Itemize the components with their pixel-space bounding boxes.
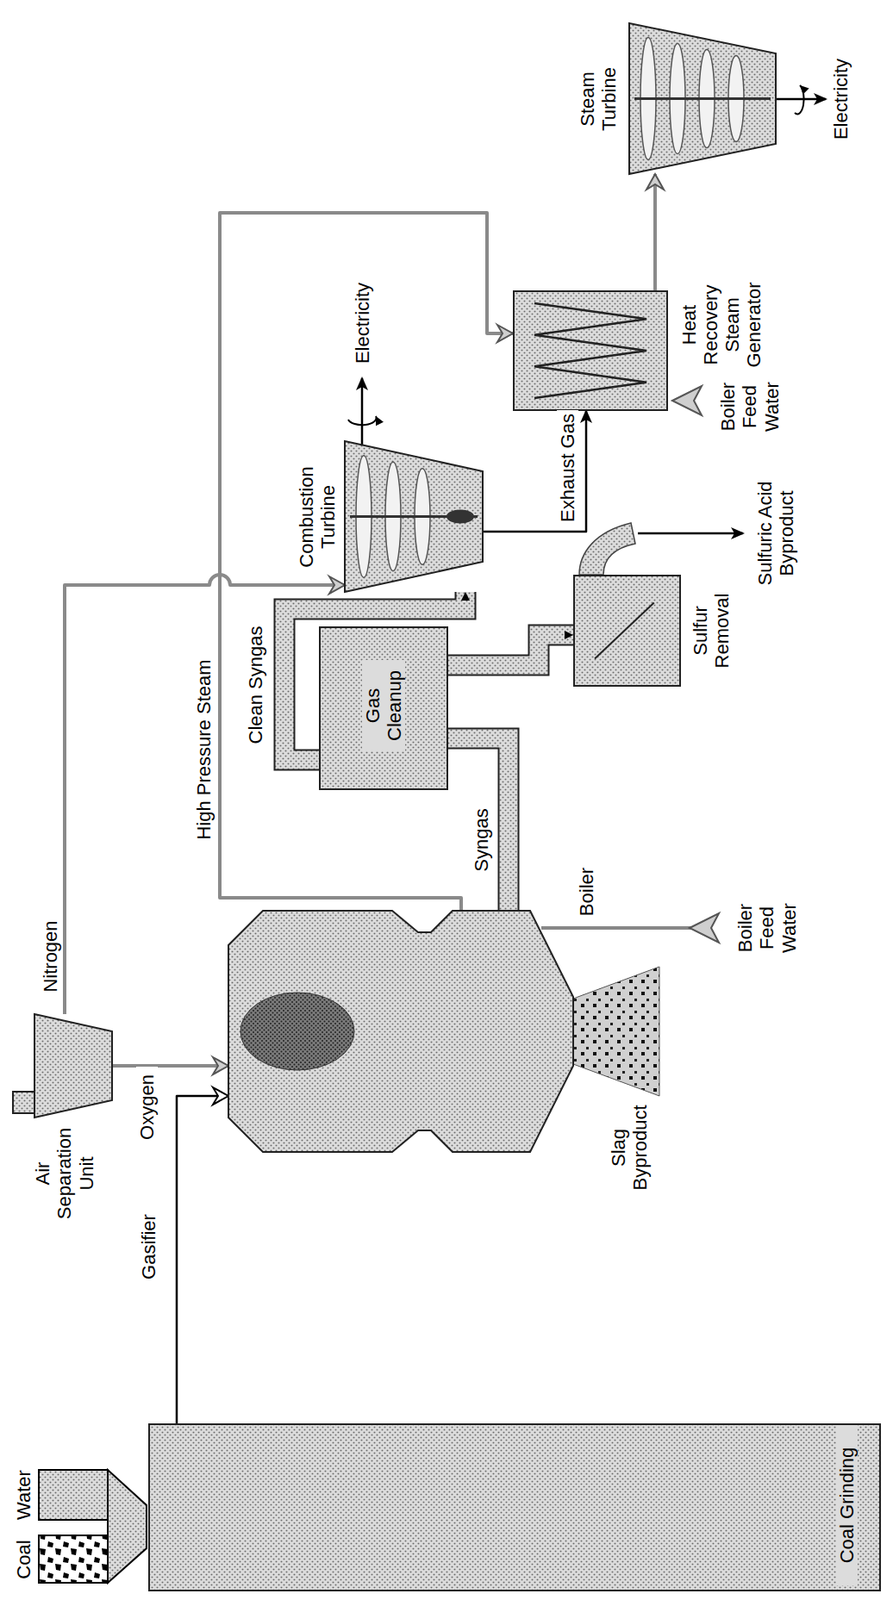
baffle-line xyxy=(594,603,655,660)
hrsg-box xyxy=(513,291,668,411)
pipe-outline xyxy=(448,738,509,912)
connector-line xyxy=(653,174,657,291)
flame xyxy=(240,992,355,1071)
shaft xyxy=(634,97,771,100)
pipe-arrow-path xyxy=(448,738,509,912)
free-label: Boiler Feed Water xyxy=(717,375,783,438)
electricity-arrow xyxy=(361,378,364,445)
edge-label: Syngas xyxy=(470,799,493,881)
gasifier-vessel: Gasifier xyxy=(228,911,574,1153)
process-box: Sulfur Removal xyxy=(573,574,681,687)
free-label: Boiler Feed Water xyxy=(734,897,800,960)
node-outline xyxy=(228,911,574,1153)
node-label: Gas Cleanup xyxy=(362,660,406,752)
coal-silo xyxy=(38,1536,108,1584)
node-label: Coal xyxy=(12,1529,35,1591)
node-outline xyxy=(12,1014,113,1118)
process-box: Gas Cleanup xyxy=(318,626,449,791)
feed-water-line xyxy=(541,926,694,931)
free-label: Boiler xyxy=(575,861,598,923)
free-label: Electricity xyxy=(830,47,852,151)
edge-label: Nitrogen xyxy=(39,907,62,1006)
acid-arrow xyxy=(637,532,744,536)
edge-label: High Pressure Steam xyxy=(193,644,215,856)
node-label: Gasifier xyxy=(137,1204,160,1291)
asu-body xyxy=(34,1014,113,1118)
edge-label: Oxygen xyxy=(136,1067,158,1149)
heat-coil xyxy=(534,303,647,399)
node-outline xyxy=(38,1454,147,1588)
hrsg-unit: Heat Recovery Steam Generator xyxy=(512,290,669,412)
node-label: Air Separation Unit xyxy=(31,1122,98,1226)
process-box xyxy=(319,627,448,790)
connector xyxy=(219,212,513,912)
connector-line xyxy=(176,1096,229,1424)
connector xyxy=(176,1096,229,1424)
rotation-symbol xyxy=(348,416,376,425)
water-tank xyxy=(38,1470,108,1521)
node-label: Coal Grinding xyxy=(836,1425,858,1587)
connector xyxy=(448,635,574,666)
edge-label: Clean Syngas xyxy=(244,618,267,752)
pipe-fill xyxy=(448,738,509,912)
turbine: Combustion Turbine xyxy=(344,441,483,593)
grinding-box: Coal Grinding xyxy=(148,1423,881,1593)
free-label: Slag Byproduct xyxy=(607,1100,652,1196)
asu-unit: Air Separation Unit xyxy=(12,1014,113,1118)
connector xyxy=(482,411,587,532)
process-box xyxy=(574,575,681,687)
rotation-symbol xyxy=(794,85,805,114)
electricity-arrow xyxy=(775,98,826,101)
node-label: Combustion Turbine xyxy=(295,461,340,574)
connector-line xyxy=(482,411,587,532)
pipe-arrow-path xyxy=(448,635,574,666)
pipe-outline xyxy=(448,635,574,666)
node-outline xyxy=(344,441,483,593)
combustor xyxy=(446,510,475,525)
coal-hopper: CoalWater xyxy=(38,1454,147,1588)
node-label: Water xyxy=(12,1461,35,1530)
slag-pile xyxy=(573,967,660,1097)
feed-water-arrow xyxy=(689,913,719,943)
node-outline xyxy=(629,23,776,175)
free-label: Electricity xyxy=(351,274,374,374)
feed-water-arrow xyxy=(672,386,702,416)
connector-line xyxy=(219,212,513,912)
inlet-stub xyxy=(12,1092,35,1114)
connector xyxy=(655,174,656,291)
node-label: Steam Turbine xyxy=(576,51,621,147)
gasifier-vessel xyxy=(228,911,574,1153)
process-box xyxy=(149,1424,881,1592)
acid-chute xyxy=(579,523,636,575)
node-label: Heat Recovery Steam Generator xyxy=(678,275,766,375)
connector xyxy=(448,738,509,912)
node-outline xyxy=(573,574,681,687)
node-outline xyxy=(148,1423,881,1593)
connector-line xyxy=(112,1064,229,1068)
node-outline xyxy=(512,290,669,412)
edge-label: Exhaust Gas xyxy=(556,410,579,526)
turbine-casing xyxy=(629,23,776,175)
pipe-fill xyxy=(448,635,574,666)
free-label: Sulfuric Acid Byproduct xyxy=(754,468,799,599)
turbine-casing xyxy=(344,441,483,593)
turbine: Steam Turbine xyxy=(629,23,776,175)
hopper-funnel xyxy=(107,1470,147,1584)
node-label: Sulfur Removal xyxy=(689,587,734,675)
connector xyxy=(112,1066,229,1068)
